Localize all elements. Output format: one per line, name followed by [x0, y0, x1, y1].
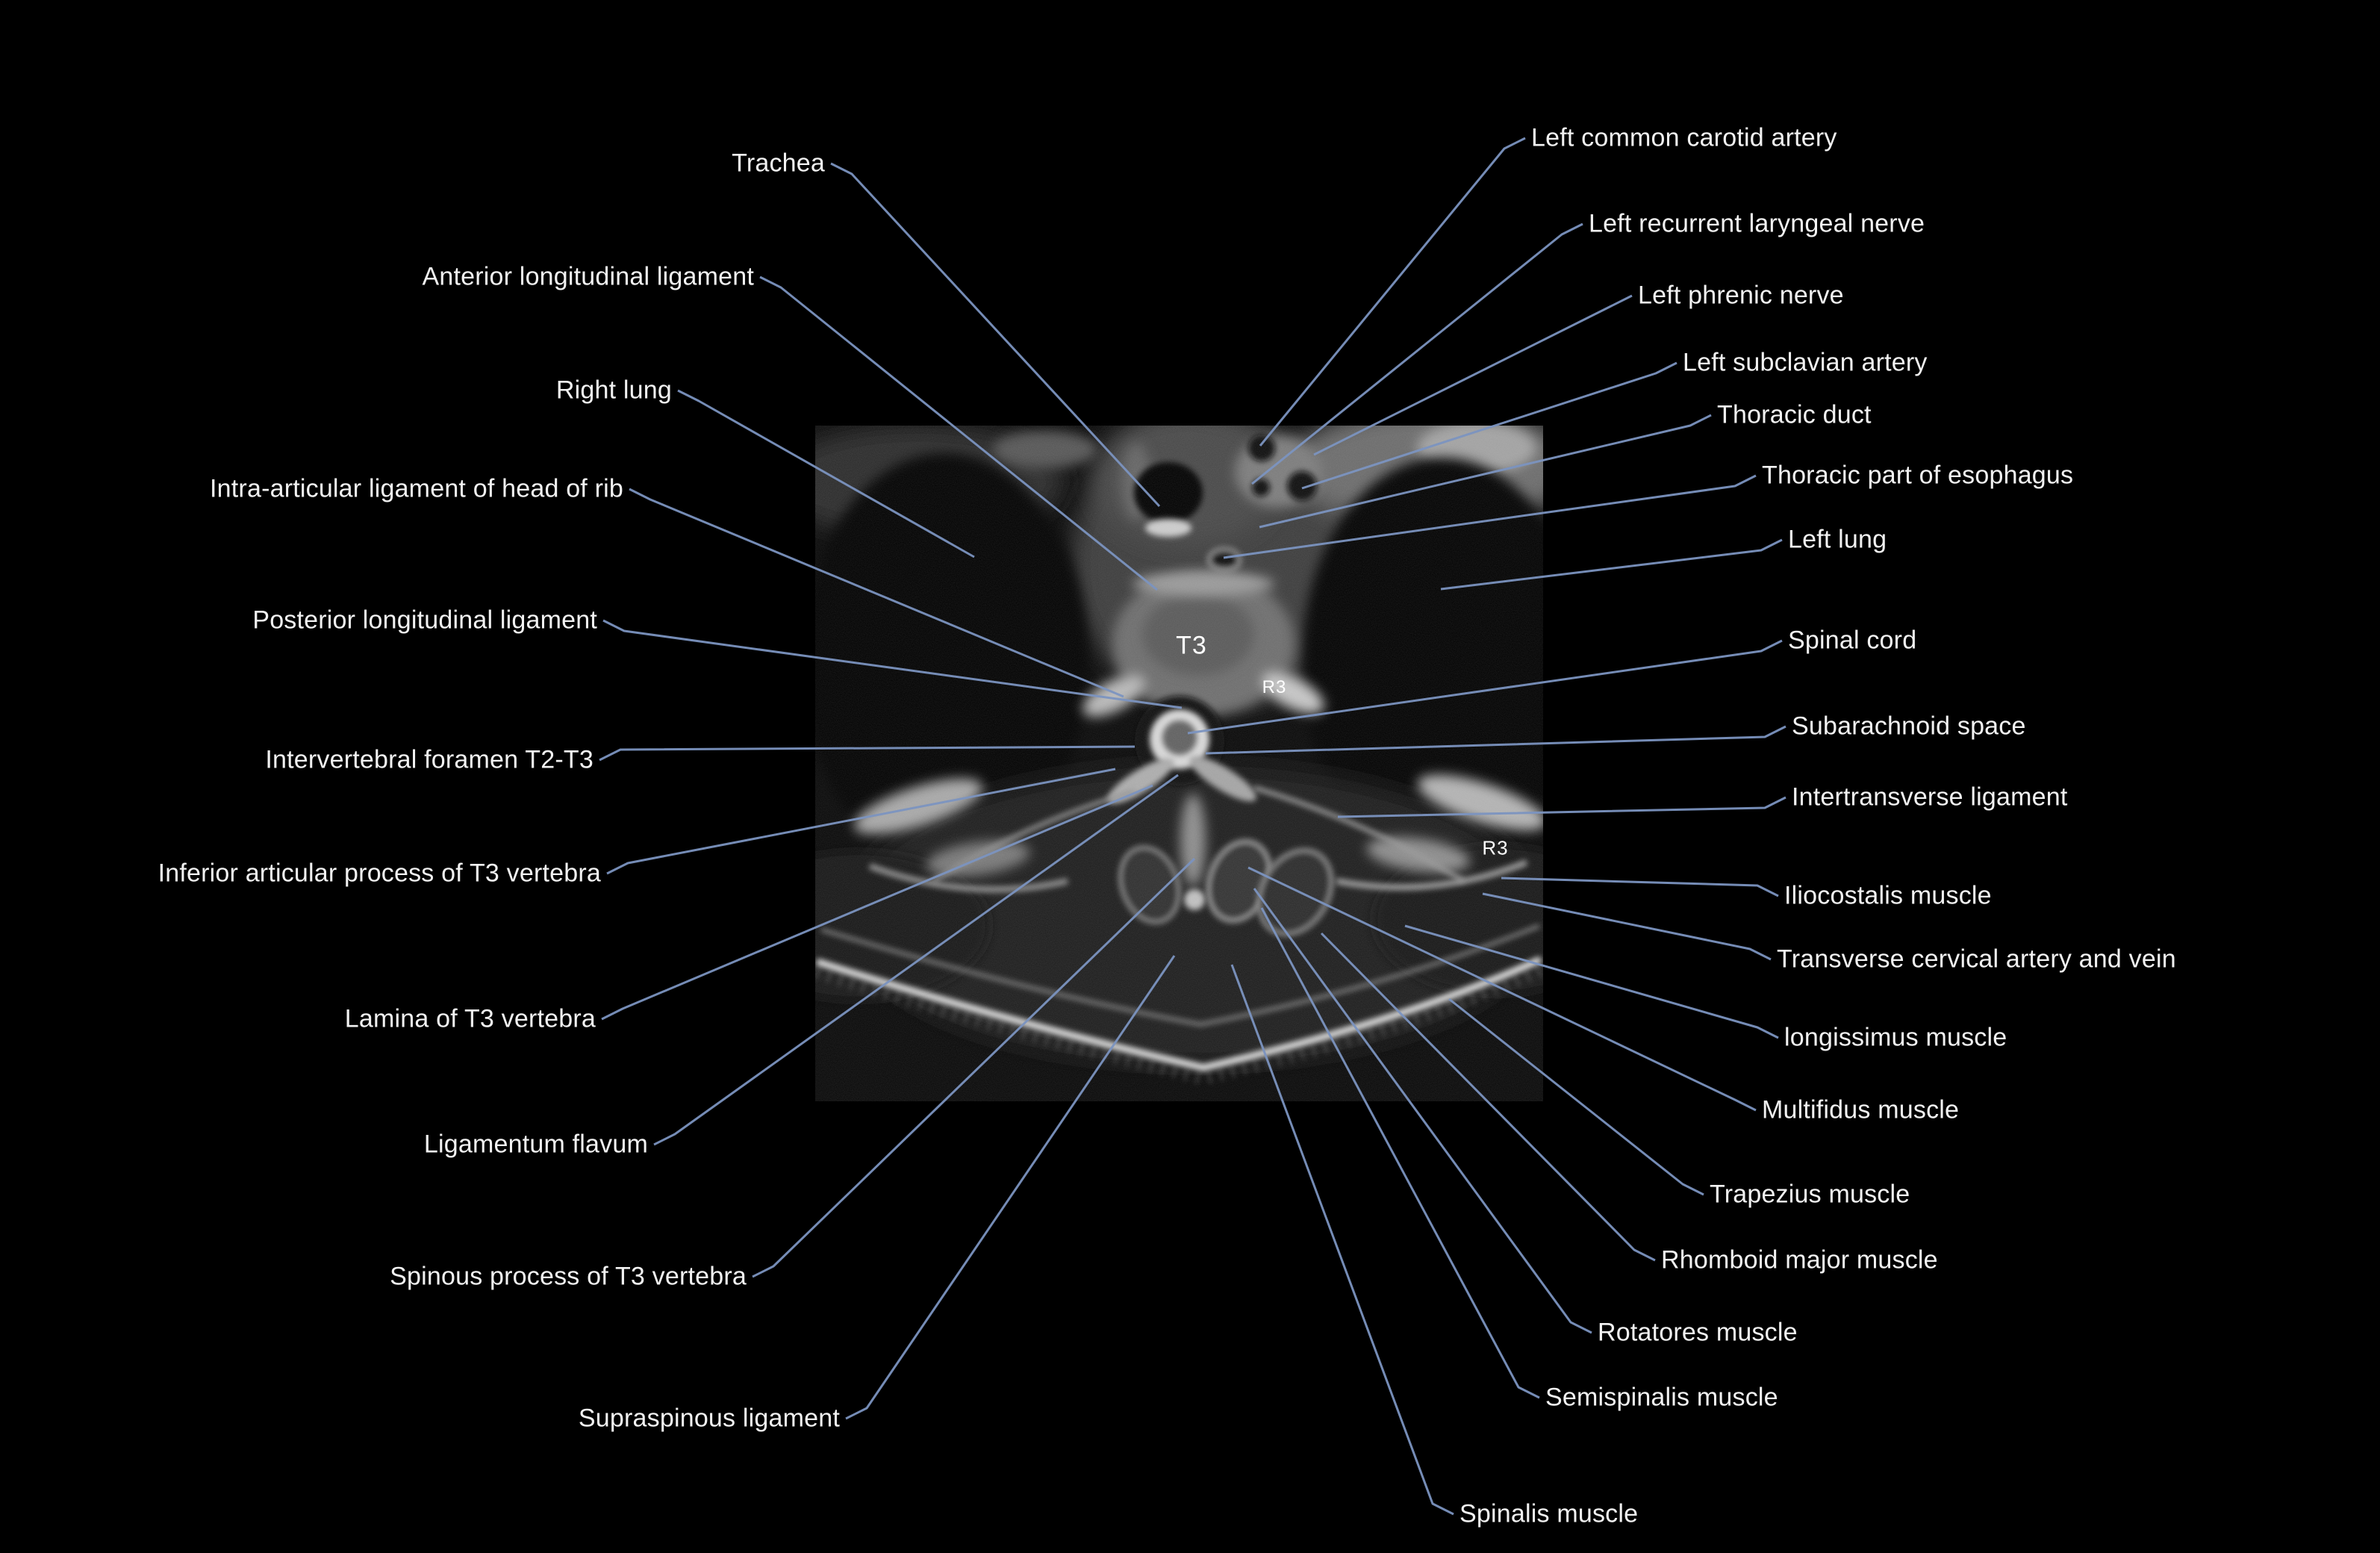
leader-line-inferior-articular-process-t3	[606, 768, 1116, 875]
leader-line-left-common-carotid-artery	[1259, 137, 1526, 446]
leader-line-rhomboid-major-muscle	[1320, 932, 1656, 1262]
leader-line-subarachnoid-space	[1205, 725, 1786, 755]
label-thoracic-part-of-esophagus: Thoracic part of esophagus	[1762, 461, 2074, 490]
label-posterior-longitudinal-ligament: Posterior longitudinal ligament	[252, 606, 597, 635]
leader-line-spinalis-muscle	[1230, 964, 1454, 1516]
label-left-phrenic-nerve: Left phrenic nerve	[1638, 281, 1844, 310]
leader-line-supraspinous-ligament	[845, 955, 1176, 1420]
leader-line-thoracic-duct	[1259, 414, 1712, 529]
leader-line-semispinalis-muscle	[1260, 907, 1540, 1399]
label-multifidus-muscle: Multifidus muscle	[1762, 1095, 1960, 1124]
leader-line-transverse-cervical-artery-and-vein	[1482, 892, 1772, 961]
mri-annotation-r3-upper: R3	[1262, 677, 1287, 697]
label-inferior-articular-process-t3: Inferior articular process of T3 vertebr…	[158, 859, 601, 888]
label-rotatores-muscle: Rotatores muscle	[1598, 1318, 1798, 1347]
label-left-recurrent-laryngeal-nerve: Left recurrent laryngeal nerve	[1589, 209, 1925, 238]
leader-line-longissimus-muscle	[1404, 924, 1779, 1039]
leader-line-iliocostalis-muscle	[1501, 877, 1779, 897]
mri-cross-section	[815, 426, 1543, 1101]
label-trapezius-muscle: Trapezius muscle	[1710, 1180, 1910, 1209]
label-left-subclavian-artery: Left subclavian artery	[1683, 348, 1928, 377]
leader-line-spinal-cord	[1187, 639, 1783, 735]
label-spinous-process-t3: Spinous process of T3 vertebra	[390, 1262, 747, 1291]
label-right-lung: Right lung	[555, 376, 672, 405]
leader-line-trachea	[830, 162, 1161, 508]
leader-line-rotatores-muscle	[1253, 888, 1592, 1334]
leader-line-left-lung	[1440, 538, 1783, 591]
label-supraspinous-ligament: Supraspinous ligament	[578, 1404, 840, 1433]
leader-line-left-phrenic-nerve	[1313, 294, 1633, 456]
leader-line-left-recurrent-laryngeal-nerve	[1251, 222, 1583, 485]
leader-line-posterior-longitudinal-ligament	[602, 619, 1183, 709]
label-thoracic-duct: Thoracic duct	[1717, 400, 1872, 429]
leader-line-trapezius-muscle	[1448, 998, 1704, 1196]
mri-annotation-t3: T3	[1176, 631, 1207, 660]
leader-line-anterior-longitudinal-ligament	[759, 276, 1158, 591]
mri-annotation-r3-lower: R3	[1482, 836, 1509, 859]
label-ligamentum-flavum: Ligamentum flavum	[423, 1130, 648, 1159]
leader-line-ligamentum-flavum	[653, 774, 1179, 1146]
leader-line-left-subclavian-artery	[1301, 361, 1677, 490]
label-intra-articular-ligament-head-of-rib: Intra-articular ligament of head of rib	[210, 474, 623, 503]
label-transverse-cervical-artery-and-vein: Transverse cervical artery and vein	[1777, 944, 2176, 974]
label-left-common-carotid-artery: Left common carotid artery	[1531, 123, 1837, 152]
label-spinal-cord: Spinal cord	[1788, 626, 1917, 655]
leader-line-thoracic-part-of-esophagus	[1223, 474, 1757, 559]
label-rhomboid-major-muscle: Rhomboid major muscle	[1661, 1245, 1938, 1275]
leader-line-right-lung	[677, 389, 975, 558]
label-iliocostalis-muscle: Iliocostalis muscle	[1784, 881, 1992, 910]
label-left-lung: Left lung	[1788, 525, 1887, 554]
leader-line-multifidus-muscle	[1247, 866, 1757, 1112]
label-intervertebral-foramen-t2-t3: Intervertebral foramen T2-T3	[265, 745, 594, 774]
label-spinalis-muscle: Spinalis muscle	[1460, 1499, 1639, 1528]
label-subarachnoid-space: Subarachnoid space	[1792, 712, 2026, 741]
label-intertransverse-ligament: Intertransverse ligament	[1792, 782, 2068, 812]
label-semispinalis-muscle: Semispinalis muscle	[1545, 1383, 1778, 1412]
label-lamina-of-t3: Lamina of T3 vertebra	[344, 1004, 596, 1033]
leader-line-spinous-process-t3	[752, 857, 1196, 1278]
leader-line-intra-articular-ligament-head-of-rib	[629, 488, 1124, 698]
leader-line-intertransverse-ligament	[1337, 796, 1786, 818]
leader-line-lamina-of-t3	[601, 784, 1153, 1021]
label-anterior-longitudinal-ligament: Anterior longitudinal ligament	[422, 262, 754, 291]
label-longissimus-muscle: longissimus muscle	[1784, 1023, 2007, 1052]
label-trachea: Trachea	[732, 149, 825, 178]
leader-line-intervertebral-foramen-t2-t3	[599, 745, 1136, 762]
